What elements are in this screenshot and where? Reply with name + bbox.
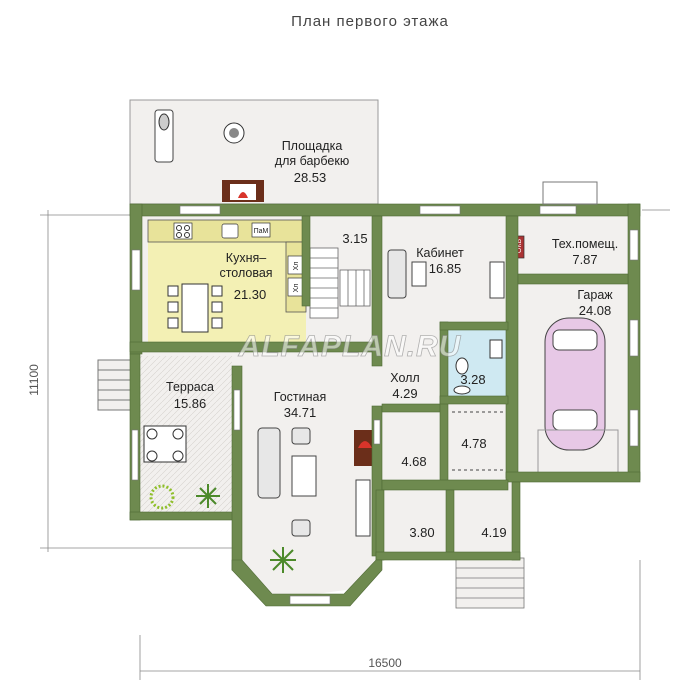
dishwasher-label: ПаМ [254,228,269,235]
terrace-plant-icon [196,484,220,508]
kitchen-label-2: столовая [219,266,272,280]
office-label: Кабинет [416,246,464,260]
living-fireplace-icon [354,430,376,466]
grill-icon [223,122,245,144]
dimension-height: 11100 [27,364,41,396]
dining-table-icon [167,283,223,333]
terrace-table-icon [143,425,187,463]
office-area-value: 16.85 [429,261,462,276]
entry-steps [455,557,525,609]
sink-icon [221,223,239,239]
closet-area-value: 4.78 [461,436,486,451]
terrace-area-value: 15.86 [174,396,207,411]
plant-icon [270,547,296,573]
entry-area-value: 4.19 [481,525,506,540]
bbq-label-1: Площадка [282,139,343,153]
garage-area-value: 24.08 [579,303,612,318]
sunbed-icon [154,109,174,163]
closet-rail [452,411,506,471]
kitchen-area-value: 21.30 [234,287,267,302]
garage-label: Гараж [577,288,613,302]
watermark: ALFAPLAN.RU [238,330,462,363]
boiler-label: ОКБ [516,239,523,254]
dimension-width: 16500 [368,656,402,670]
living-sofa-icon [257,427,317,537]
bbq-area-value: 28.53 [294,170,327,185]
plan-title: План первого этажа [291,13,449,30]
bbq-fireplace-icon [222,180,264,202]
terrace-planter-icon [149,484,175,510]
living-label: Гостиная [274,390,326,404]
fridge2-label: Хл [293,284,300,293]
room-468-area-value: 4.68 [401,454,426,469]
windows [131,205,639,605]
tech-label: Тех.помещ. [552,237,618,251]
hall-label: Холл [390,371,419,385]
living-area-value: 34.71 [284,405,317,420]
staircase [309,247,371,319]
dimension-lines [40,209,670,680]
stair-hall-area-value: 3.15 [342,231,367,246]
toilet-icon [453,339,503,395]
office-desk-icon [489,261,505,299]
tech-porch [542,181,598,205]
fridge-label: Хл [293,262,300,271]
tv-cabinet-icon [355,479,371,537]
hall-area-value: 4.29 [392,386,417,401]
car-icon [544,317,606,451]
kitchen-label-1: Кухня– [226,251,266,265]
bathroom-area-value: 3.28 [460,372,485,387]
stove-icon [173,222,193,240]
office-sofa-icon [387,249,427,299]
bbq-label-2: для барбекю [275,154,349,168]
tech-area-value: 7.87 [572,252,597,267]
vestibule-area-value: 3.80 [409,525,434,540]
dishwasher-box [251,222,271,238]
terrace-label: Терраса [166,380,214,394]
